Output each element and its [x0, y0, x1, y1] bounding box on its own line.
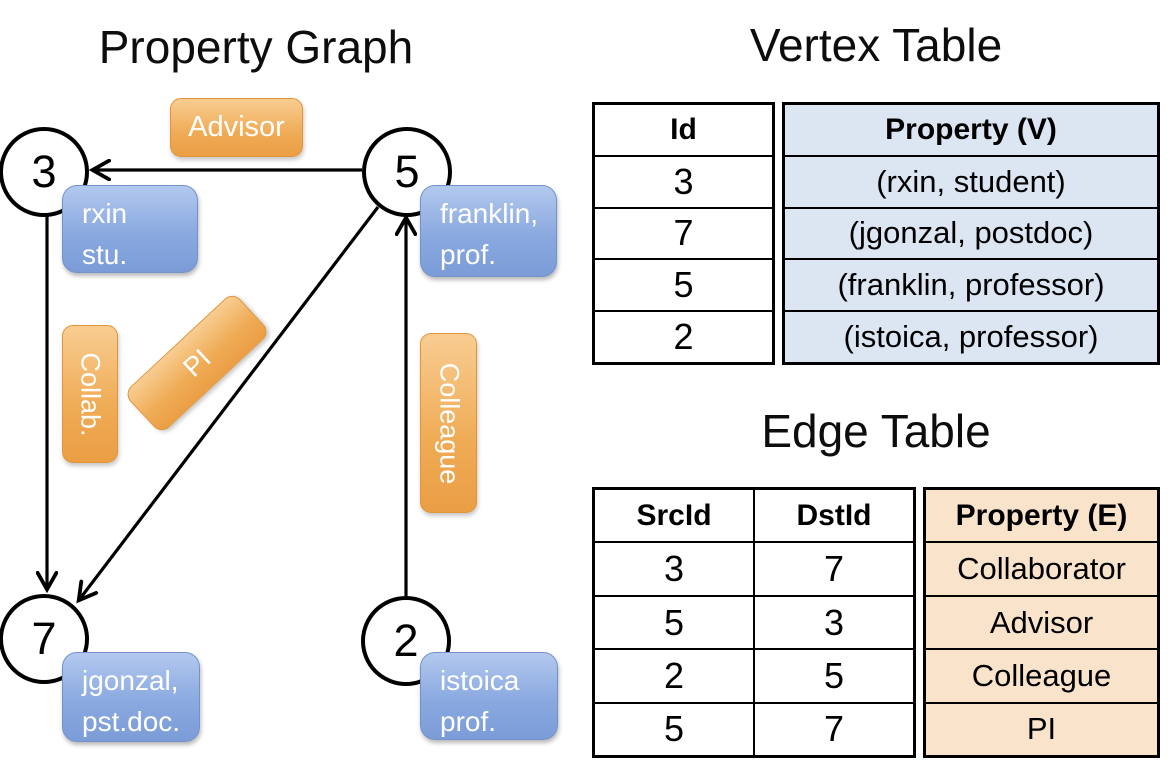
cell-property: (jgonzal, postdoc) [785, 208, 1157, 259]
table-row: 2 [595, 310, 772, 362]
cell-id: 3 [673, 160, 694, 202]
cell-property: Advisor [926, 596, 1157, 649]
graph-title: Property Graph [98, 21, 414, 73]
cell-dstid: 5 [753, 650, 913, 702]
cell-dstid: 3 [753, 596, 913, 649]
table-header-row: Property (E) [926, 490, 1157, 542]
edge-label-text: Advisor [188, 111, 285, 143]
vertex-box-istoica: istoica prof. [420, 652, 558, 740]
table-row: Colleague [926, 648, 1157, 702]
graph-edges-canvas [0, 0, 585, 760]
cell-dstid: 7 [753, 703, 913, 756]
table-row: 7 [595, 206, 772, 259]
vertex-box-line: prof. [440, 705, 497, 737]
cell-srcid: 2 [663, 654, 685, 696]
table-row: Collaborator [926, 541, 1157, 595]
table-row: (jgonzal, postdoc) [785, 206, 1157, 259]
edge-line-pi-5-7 [79, 206, 380, 600]
cell-srcid: 5 [663, 708, 685, 750]
cell-id: 2 [673, 316, 694, 358]
vertex-box-franklin: franklin, prof. [420, 185, 557, 277]
cell-id: 7 [673, 212, 694, 254]
table-row: 3 7 [595, 541, 913, 595]
vertex-box-line: prof. [440, 238, 497, 270]
cell-srcid: 5 [663, 601, 685, 643]
table-row: (rxin, student) [785, 154, 1157, 207]
table-row: (istoica, professor) [785, 310, 1157, 362]
edge-label-collab: Collab. [62, 325, 118, 463]
table-header-row: Id [595, 105, 772, 155]
cell-id: 5 [673, 264, 694, 306]
cell-property: Colleague [926, 650, 1157, 702]
vertex-box-line: jgonzal, [82, 665, 179, 696]
table-row: 5 3 [595, 594, 913, 649]
cell-srcid: 3 [663, 548, 685, 590]
col-header-property-v: Property (V) [785, 105, 1157, 155]
col-header-srcid: SrcId [636, 498, 712, 532]
vertex-table-property-column: Property (V) (rxin, student) (jgonzal, p… [782, 102, 1160, 365]
vertex-box-rxin: rxin stu. [62, 185, 198, 273]
table-row: 5 7 [595, 701, 913, 756]
vertex-box-line: istoica [440, 665, 520, 696]
vertex-box-line: rxin [82, 198, 128, 229]
table-row: Advisor [926, 594, 1157, 649]
edge-table-id-columns: SrcId DstId 3 7 5 3 2 5 5 7 [592, 487, 916, 758]
edge-label-text: Collab. [75, 351, 106, 437]
edge-table: SrcId DstId 3 7 5 3 2 5 5 7 Property (E) [592, 487, 1160, 758]
table-row: (franklin, professor) [785, 258, 1157, 311]
edge-label-colleague: Colleague [420, 333, 477, 513]
cell-property: (rxin, student) [785, 156, 1157, 207]
edge-label-text: PI [177, 342, 217, 383]
edge-label-advisor: Advisor [170, 98, 303, 157]
graph-node-2: 2 [361, 596, 451, 686]
cell-property: (istoica, professor) [785, 312, 1157, 362]
col-header-dstid: DstId [753, 490, 913, 542]
vertex-box-line: franklin, [440, 198, 539, 229]
table-row: 5 [595, 258, 772, 310]
vertex-table-title: Vertex Table [749, 19, 1003, 71]
vertex-box-jgonzal: jgonzal, pst.doc. [62, 652, 200, 742]
cell-dstid: 7 [753, 543, 913, 595]
cell-property: Collaborator [926, 543, 1157, 595]
edge-table-property-column: Property (E) Collaborator Advisor Collea… [923, 487, 1160, 758]
edge-table-title: Edge Table [761, 405, 991, 457]
vertex-box-line: pst.doc. [82, 705, 181, 737]
col-header-id: Id [670, 112, 697, 146]
table-row: 2 5 [595, 648, 913, 702]
vertex-box-line: stu. [82, 238, 128, 270]
col-header-property-e: Property (E) [926, 490, 1157, 542]
cell-property: (franklin, professor) [785, 260, 1157, 311]
table-row: 3 [595, 154, 772, 207]
cell-property: PI [926, 703, 1157, 756]
table-row: PI [926, 701, 1157, 756]
edge-label-text: Colleague [434, 362, 464, 484]
vertex-table: Id 3 7 5 2 Property (V) (rxin, student) [592, 102, 1160, 365]
vertex-table-id-column: Id 3 7 5 2 [592, 102, 775, 365]
table-header-row: SrcId DstId [595, 490, 913, 542]
table-header-row: Property (V) [785, 105, 1157, 155]
